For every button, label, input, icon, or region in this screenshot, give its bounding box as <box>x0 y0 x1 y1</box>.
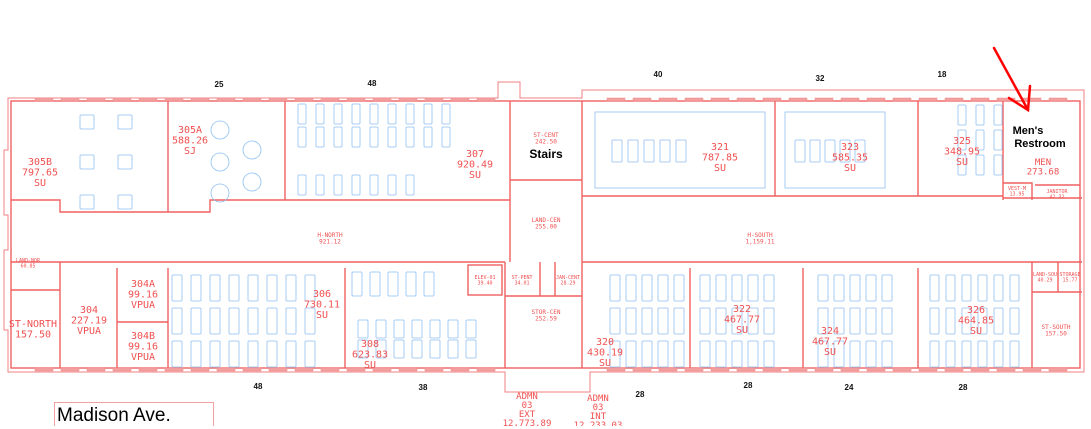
capacity-bottom: 24 <box>845 383 854 392</box>
furniture <box>79 103 1020 368</box>
walls <box>3 81 1085 393</box>
capacity-top: 25 <box>215 80 224 89</box>
stairs-annotation: Stairs <box>529 147 563 161</box>
arrow-icon <box>992 46 1032 113</box>
capacity-bottom: 38 <box>419 383 428 392</box>
capacity-top: 32 <box>816 74 825 83</box>
capacity-bottom: 28 <box>744 381 753 390</box>
capacity-bottom: 28 <box>636 390 645 399</box>
capacity-bottom: 28 <box>959 383 968 392</box>
capacity-top: 48 <box>368 79 377 88</box>
capacity-top: 40 <box>654 70 663 79</box>
capacity-top: 18 <box>938 70 947 79</box>
windows <box>34 97 1068 372</box>
mens-restroom-annotation-line2: Restroom <box>1014 138 1066 150</box>
street-label: Madison Ave. <box>54 402 214 426</box>
mens-restroom-annotation-line1: Men's <box>1013 125 1044 137</box>
capacity-bottom: 48 <box>254 382 263 391</box>
